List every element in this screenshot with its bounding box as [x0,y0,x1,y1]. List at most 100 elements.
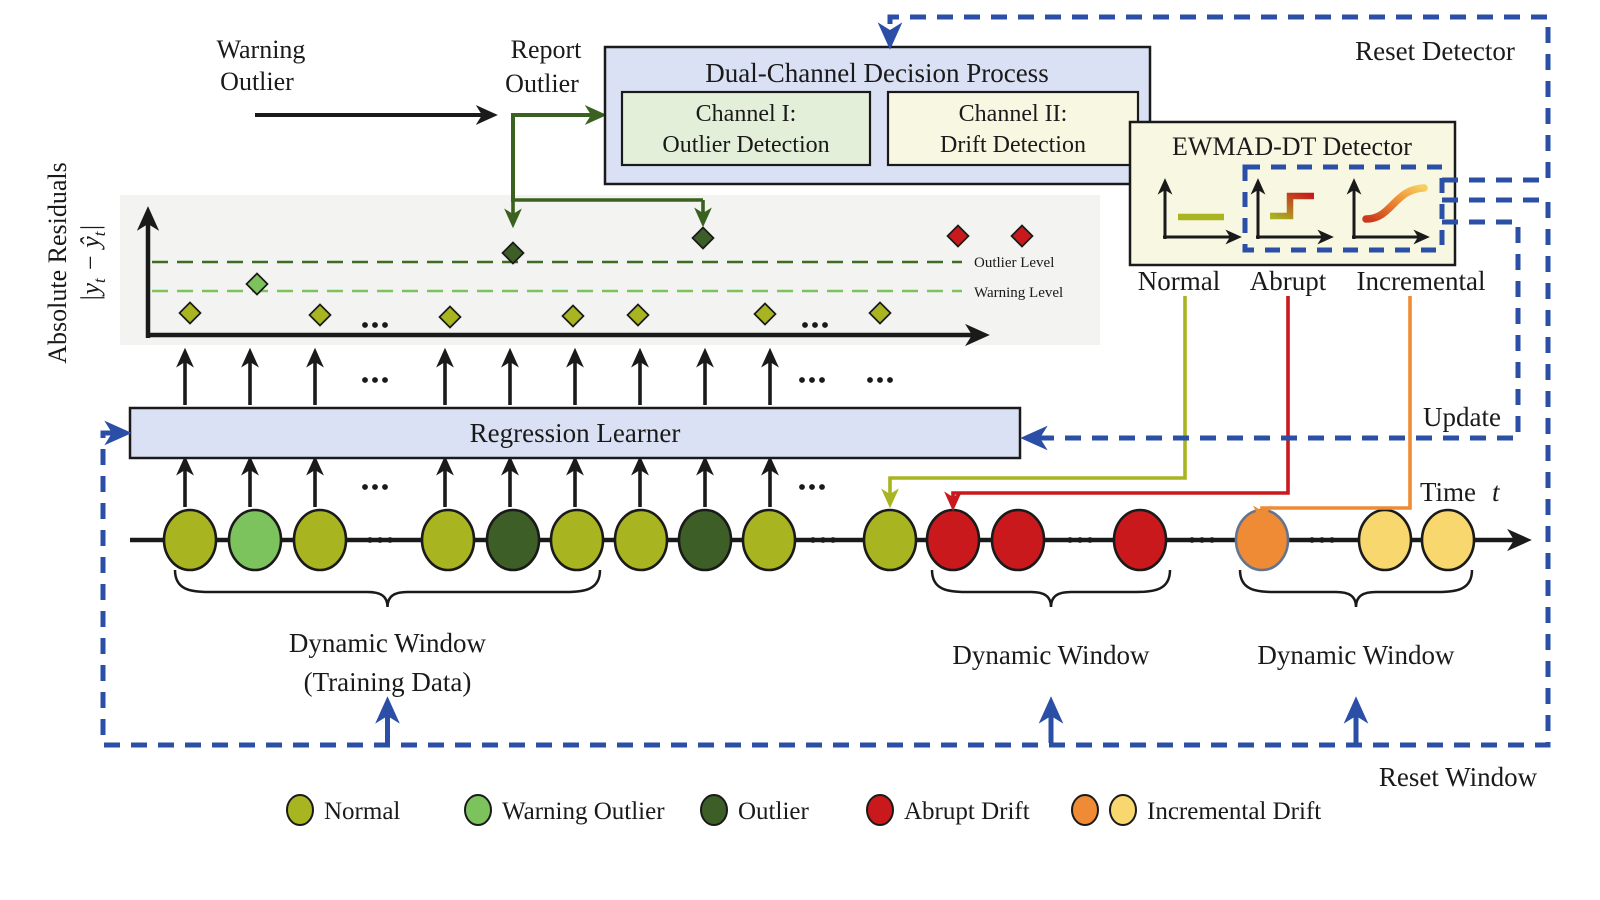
timeline-point-normal [741,508,797,572]
residual-diamond-normal [753,302,777,326]
dynamic-windows: Dynamic Window(Training Data)Dynamic Win… [173,569,1474,743]
report-outlier-label-line1: Report [511,35,583,64]
timeline-dots [1067,537,1073,543]
timeline-ellipsis-dots [367,537,1335,543]
arrow-row-dots [809,484,815,490]
decision-process: Dual-Channel Decision Process Channel I:… [603,45,1152,186]
legend-label: Warning Outlier [502,798,665,825]
report-outlier-label-line2: Outlier [505,69,579,98]
arrow-row-dots [867,377,873,383]
timeline-point-normal [420,508,476,572]
drift-charts-dashed-frame [1242,164,1445,253]
channel1-box [620,90,872,167]
warning-outlier-label-line1: Warning [217,35,306,64]
timeline-dots [1319,537,1325,543]
dynamic-window-brace [1238,569,1474,608]
reset-detector-path [877,14,1551,183]
legend-swatch-incremental_yellow [1109,794,1137,826]
detector-incremental-label: Incremental [1357,266,1486,296]
arrow-row-dots [809,377,815,383]
arrow-row-dots [819,377,825,383]
abrupt-connector-arrow [944,296,1290,512]
legend-label: Incremental Drift [1147,798,1321,825]
timeline-dots [1077,537,1083,543]
legend-swatch-incremental_orange [1071,794,1099,826]
outlier-callouts: Warning Outlier Report Outlier [217,35,712,268]
normal-connector-arrow [881,296,1187,509]
residual-diamond-normal [868,301,892,325]
regression-learner-title: Regression Learner [470,418,681,448]
arrow-row-dots [382,377,388,383]
timeline-dots [1329,537,1335,543]
timeline-dots [830,537,836,543]
update-label: Update [1423,402,1501,432]
arrow-row-dots [362,484,368,490]
timeline-point-incremental_yellow [1357,508,1413,572]
residual-dots [362,322,368,328]
residual-diamond-normal [308,303,332,327]
residual-dots [372,322,378,328]
minichart-abrupt-curve [1270,192,1314,220]
arrow-row-dots [372,377,378,383]
timeline-dots [1209,537,1215,543]
timeline-point-normal [162,508,218,572]
channel2-line2: Drift Detection [940,132,1086,158]
timeline-dots [1087,537,1093,543]
arrow-row-dots [877,377,883,383]
detector-normal-label: Normal [1138,266,1220,296]
y-axis-formula: |yt − ŷt| [76,224,109,301]
reset-window-label: Reset Window [1379,762,1538,792]
timeline-point-abrupt [1112,508,1168,572]
residual-dots [812,322,818,328]
timeline-dots [367,537,373,543]
residual-dots [822,322,828,328]
timeline-dots [1189,537,1195,543]
timeline-point-outlier [485,508,541,572]
legend-swatch-abrupt [866,794,894,826]
arrow-row-dots [819,484,825,490]
residual-panel-bg [120,195,1100,345]
reset-detector-label: Reset Detector [1355,36,1515,66]
channel2-box [886,90,1140,167]
regression-learner-box [128,406,1022,460]
residual-diamonds [178,224,1034,329]
residual-dots [382,322,388,328]
timeline-point-normal [862,508,918,572]
timeline-point-abrupt [925,508,981,572]
timeline-point-incremental_orange [1234,508,1290,572]
residual-diamond-normal [626,303,650,327]
residual-diamond-normal [438,305,462,329]
decision-process-title: Dual-Channel Decision Process [705,58,1048,88]
timeline-point-normal [613,508,669,572]
arrow-row-dots [799,377,805,383]
residual-diamond-normal [178,301,202,325]
residual-dots [802,322,808,328]
y-axis-title: Absolute Residuals [43,162,72,364]
timeline-point-normal [549,508,605,572]
channel1-line2: Outlier Detection [662,132,829,158]
timeline-dots [377,537,383,543]
dynamic-window-label: Dynamic Window [952,640,1150,670]
update-path [1020,219,1521,451]
arrow-row-dots [887,377,893,383]
timeline-dots [820,537,826,543]
minichart-incremental-curve [1362,184,1428,223]
dynamic-window-label: Dynamic Window [1257,640,1455,670]
timeline-dots [1309,537,1315,543]
learner-io-arrows [176,347,779,507]
residual-panel: Absolute Residuals |yt − ŷt| Outlier Lev… [43,162,1100,364]
ewmad-detector-title: EWMAD-DT Detector [1172,132,1412,161]
arrow-row-dots [362,377,368,383]
residual-diamond-normal [561,304,585,328]
dynamic-window-brace [173,569,602,608]
residual-diamond-abrupt [1010,224,1034,248]
incremental-connector-arrow [1253,296,1412,526]
outlier-level-label: Outlier Level [974,255,1054,271]
channel2-line1: Channel II: [959,101,1068,127]
timeline-point-outlier [677,508,733,572]
